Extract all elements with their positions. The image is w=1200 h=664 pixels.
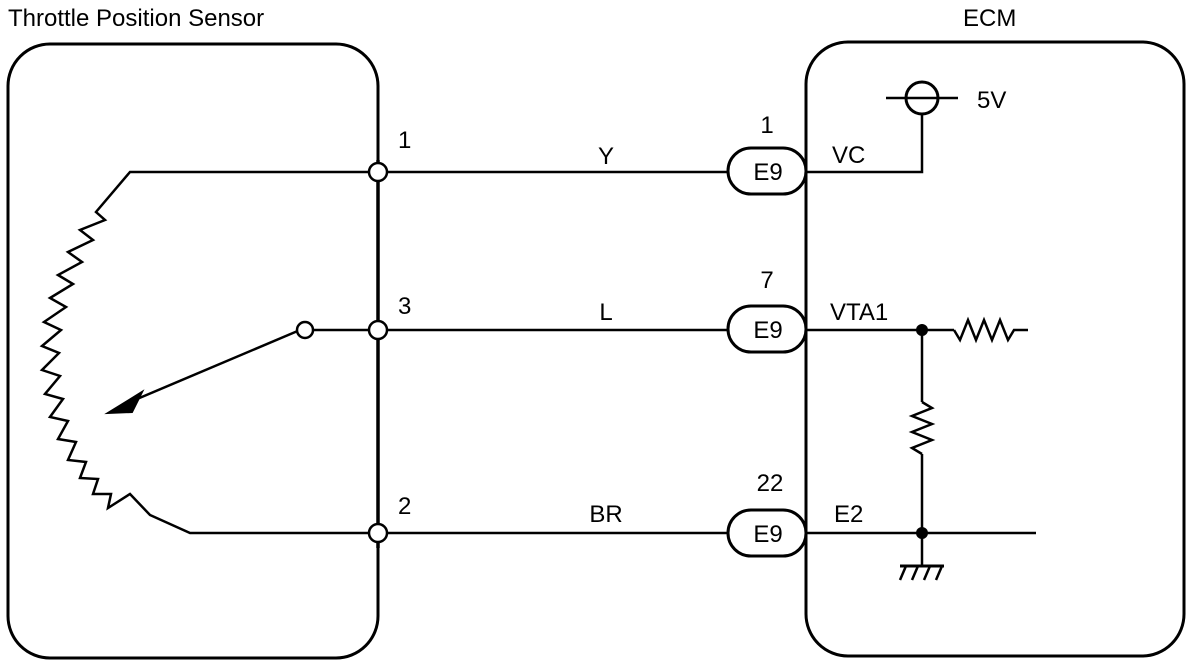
- ecm-pin-22-label: 22: [757, 470, 784, 497]
- wire-color-l: L: [599, 299, 612, 326]
- ecm-title: ECM: [963, 5, 1016, 32]
- sensor-terminal-1-label: 1: [398, 127, 411, 154]
- signal-e2-label: E2: [834, 501, 863, 528]
- supply-voltage-label: 5V: [977, 87, 1006, 114]
- connector-e9-pin7: E9: [726, 304, 808, 354]
- sensor-terminal-3-icon: [367, 319, 389, 341]
- sensor-housing: [6, 42, 380, 660]
- connector-e9-pin7-label: E9: [753, 317, 782, 344]
- ground-icon: [898, 564, 944, 581]
- ecm-pin-1-label: 1: [760, 112, 773, 139]
- vc-supply-line: [806, 114, 924, 174]
- sensor-terminal-2-icon: [367, 522, 389, 544]
- signal-vta1-label: VTA1: [830, 299, 888, 326]
- pulldown-resistor-icon: [908, 400, 936, 456]
- connector-e9-pin1: E9: [726, 146, 808, 196]
- connector-e9-pin22: E9: [726, 508, 808, 558]
- signal-vc-label: VC: [832, 142, 865, 169]
- wiper-terminal-icon: [295, 320, 315, 340]
- vta1-resistor-icon: [952, 316, 1028, 344]
- sensor-terminal-2-label: 2: [398, 493, 411, 520]
- connector-e9-pin1-label: E9: [753, 159, 782, 186]
- sensor-terminal-3-label: 3: [398, 293, 411, 320]
- sensor-terminal-1-icon: [367, 161, 389, 183]
- wiper-arrow-icon: [104, 389, 145, 415]
- wire-color-br: BR: [589, 501, 622, 528]
- wiper-arm: [129, 328, 301, 404]
- ecm-pin-7-label: 7: [760, 267, 773, 294]
- potentiometer-resistor-icon: [39, 170, 378, 535]
- wire-color-y: Y: [598, 143, 614, 170]
- sensor-title: Throttle Position Sensor: [8, 5, 264, 32]
- connector-e9-pin22-label: E9: [753, 521, 782, 548]
- ecm-housing: [804, 40, 1186, 658]
